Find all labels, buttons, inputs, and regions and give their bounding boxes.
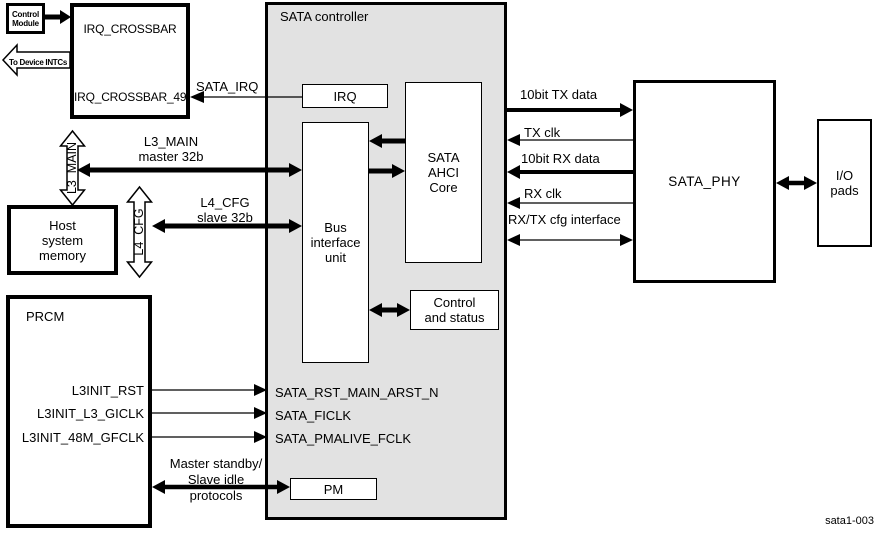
tx-clk-label: TX clk: [524, 125, 561, 140]
control-module-box: Control Module: [6, 3, 45, 34]
cfg-interface-arrow: [507, 234, 633, 246]
standby-line1: Master standby/: [169, 456, 263, 471]
ahci-line3: Core: [429, 180, 458, 195]
phy-iopads-arrow: [776, 176, 817, 190]
ahci-line2: AHCI: [427, 165, 460, 180]
l4-cfg-vertical-label: L4_CFG: [132, 208, 146, 256]
bus-interface-unit-box: Bus interface unit: [302, 122, 369, 363]
control-module-label-1: Control: [11, 9, 40, 19]
prcm-title: PRCM: [26, 309, 65, 324]
pm-box: PM: [290, 478, 377, 500]
prcm-rst-arrow: [152, 384, 267, 396]
standby-protocols-label: Master standby/ Slave idle protocols: [158, 456, 274, 504]
prcm-signal-l3init-l3-giclk: L3INIT_L3_GICLK: [37, 406, 144, 421]
l4-cfg-bus-line1: L4_CFG: [200, 195, 250, 210]
sata-controller-title: SATA controller: [280, 9, 369, 24]
sata-phy-label: SATA_PHY: [668, 174, 741, 189]
l3-main-bus-line1: L3_MAIN: [143, 134, 199, 149]
rx-data-arrow: [507, 165, 633, 179]
figure-watermark: sata1-003: [825, 515, 874, 527]
irq-box-label: IRQ: [333, 88, 357, 104]
rx-clk-label: RX clk: [524, 186, 562, 201]
rx-data-label: 10bit RX data: [521, 151, 600, 166]
sata-irq-label: SATA_IRQ: [196, 79, 259, 94]
standby-line2: Slave idle: [187, 472, 245, 487]
io-pads-box: I/O pads: [817, 119, 872, 247]
tx-data-label: 10bit TX data: [520, 87, 598, 102]
to-device-intcs-label: To Device INTCs: [8, 58, 68, 67]
prcm-ficlk-arrow: [152, 407, 267, 419]
sata-ahci-core-box: SATA AHCI Core: [405, 82, 482, 263]
standby-line3: protocols: [189, 488, 243, 503]
control-module-arrow: [45, 10, 71, 24]
irq-crossbar-title: IRQ_CROSSBAR: [83, 22, 177, 36]
control-status-line1: Control: [433, 295, 476, 310]
l3-main-bus-label: L3_MAIN master 32b: [121, 134, 221, 164]
host-memory-box: Host system memory: [7, 205, 118, 275]
prcm-gfclk-arrow: [152, 431, 267, 443]
l3-main-bus-line2: master 32b: [138, 149, 204, 164]
bus-unit-line2: interface: [310, 235, 361, 250]
l3-main-vertical-label: L3_MAIN: [65, 141, 79, 195]
host-memory-line1: Host: [49, 217, 76, 233]
prcm-box: PRCM L3INIT_RST L3INIT_L3_GICLK L3INIT_4…: [6, 295, 152, 528]
l4-cfg-bus-line2: slave 32b: [197, 210, 253, 225]
io-pads-line2: pads: [830, 183, 859, 198]
sata-phy-box: SATA_PHY: [633, 80, 776, 283]
host-memory-line2: system: [41, 232, 84, 248]
host-memory-line3: memory: [39, 247, 86, 263]
bus-unit-line1: Bus: [324, 220, 347, 235]
bus-unit-line3: unit: [325, 250, 346, 265]
pm-label: PM: [323, 481, 344, 497]
ctrl-signal-pmalive-label: SATA_PMALIVE_FCLK: [275, 431, 412, 446]
ahci-line1: SATA: [427, 150, 460, 165]
irq-crossbar-slot: IRQ_CROSSBAR_49: [74, 90, 187, 104]
control-module-label-2: Module: [12, 18, 39, 28]
io-pads-line1: I/O: [835, 168, 854, 183]
tx-data-arrow: [507, 103, 633, 117]
control-and-status-box: Control and status: [410, 290, 499, 330]
ctrl-signal-ficlk-label: SATA_FICLK: [275, 408, 352, 423]
irq-crossbar-box: IRQ_CROSSBAR IRQ_CROSSBAR_49: [70, 3, 190, 119]
prcm-signal-l3init-rst: L3INIT_RST: [71, 383, 144, 398]
irq-box: IRQ: [302, 84, 388, 108]
control-status-line2: and status: [424, 310, 485, 325]
l4-cfg-bus-label: L4_CFG slave 32b: [180, 195, 270, 225]
ctrl-signal-rst-label: SATA_RST_MAIN_ARST_N: [275, 385, 439, 400]
cfg-interface-label: RX/TX cfg interface: [508, 212, 621, 227]
prcm-signal-l3init-48m-gfclk: L3INIT_48M_GFCLK: [21, 430, 144, 445]
